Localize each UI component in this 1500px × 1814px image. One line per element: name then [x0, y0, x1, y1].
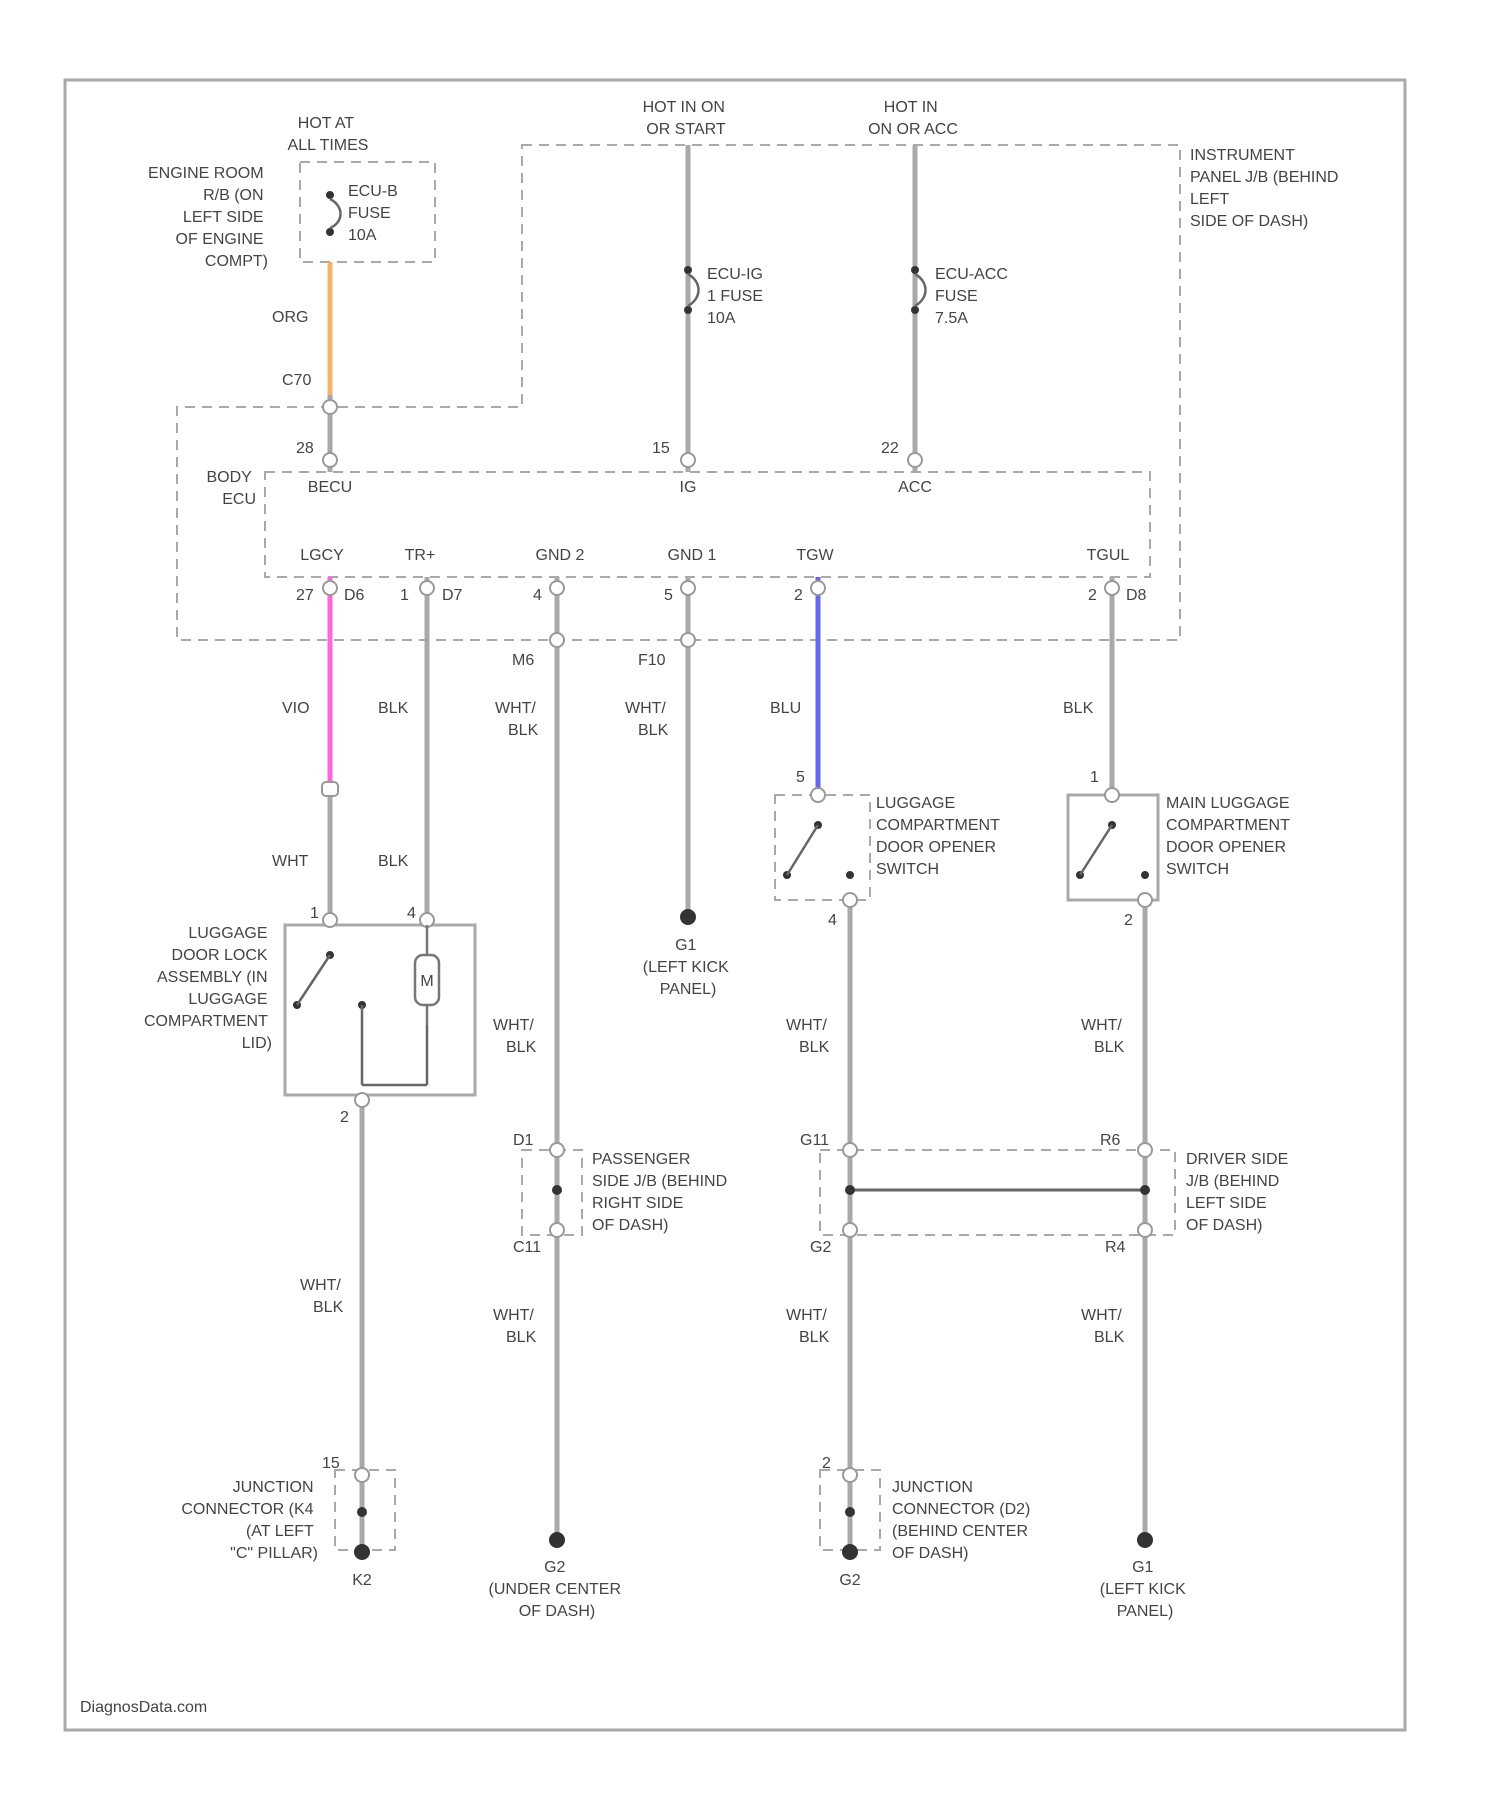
hot-in-on-start-label: HOT IN ON OR START — [643, 99, 730, 138]
gnd1-wht-blk-label: WHT/ BLK — [625, 700, 670, 739]
connector-15: 15 — [652, 440, 670, 457]
ground-k2 — [354, 1544, 370, 1560]
motor-label: M — [420, 973, 433, 990]
engine-room-rb-label: ENGINE ROOM R/B (ON LEFT SIDE OF ENGINE … — [148, 165, 268, 270]
main-opener-wht-blk-label-2: WHT/ BLK — [1081, 1307, 1126, 1346]
connector-d1: D1 — [513, 1132, 534, 1149]
body-ecu-pin-gnd1: GND 1 — [668, 547, 717, 564]
connector-m6: M6 — [512, 652, 534, 669]
junction-k-label: JUNCTION CONNECTOR (K4 (AT LEFT "C" PILL… — [181, 1479, 318, 1562]
connector-28: 28 — [296, 440, 314, 457]
lock-ground-wht-blk-label: WHT/ BLK — [300, 1277, 345, 1316]
connector-2a: 2 — [794, 587, 803, 604]
passenger-jb-label: PASSENGER SIDE J/B (BEHIND RIGHT SIDE OF… — [592, 1151, 732, 1234]
tr-blk-label: BLK — [378, 700, 409, 717]
connector-sw2-top: 1 — [1090, 769, 1099, 786]
luggage-opener-switch-label: LUGGAGE COMPARTMENT DOOR OPENER SWITCH — [876, 795, 1004, 878]
hot-at-all-times-label: HOT AT ALL TIMES — [288, 115, 369, 154]
luggage-lock-switch — [293, 951, 427, 1085]
body-ecu-pin-gnd2: GND 2 — [536, 547, 585, 564]
connector-r6: R6 — [1100, 1132, 1121, 1149]
ground-g1-bottom-label: G1 (LEFT KICK PANEL) — [1100, 1559, 1190, 1620]
connector-pins — [322, 400, 1152, 1482]
connector-lock-a: 1 — [310, 905, 319, 922]
body-ecu-pin-acc: ACC — [898, 479, 932, 496]
org-wire-label: ORG — [272, 309, 308, 326]
ground-g2-jc-label: G2 — [839, 1572, 860, 1589]
connector-22: 22 — [881, 440, 899, 457]
body-ecu-pin-becu: BECU — [308, 479, 352, 496]
instrument-panel-jb-label: INSTRUMENT PANEL J/B (BEHIND LEFT SIDE O… — [1190, 147, 1343, 230]
main-luggage-opener-switch-label: MAIN LUGGAGE COMPARTMENT DOOR OPENER SWI… — [1166, 795, 1294, 878]
ground-k2-label: K2 — [352, 1572, 372, 1589]
main-luggage-opener-switch-box — [1068, 795, 1158, 900]
body-ecu-pin-tgul: TGUL — [1087, 547, 1130, 564]
gnd2-wht-blk-label-2: WHT/ BLK — [493, 1017, 538, 1056]
connector-27: 27 — [296, 587, 314, 604]
connector-lock-b: 4 — [407, 905, 416, 922]
hot-in-on-acc-label: HOT IN ON OR ACC — [868, 99, 958, 138]
ground-g1-bottom — [1137, 1532, 1153, 1548]
opener-wht-blk-label-2: WHT/ BLK — [786, 1307, 831, 1346]
tgul-blk-label: BLK — [1063, 700, 1094, 717]
luggage-opener-switch — [783, 821, 854, 879]
tr-blk-label-lower: BLK — [378, 853, 409, 870]
instrument-panel-jb-boundary — [177, 145, 1180, 640]
watermark: DiagnosData.com — [80, 1699, 207, 1716]
connector-5: 5 — [664, 587, 673, 604]
junction-d-label: JUNCTION CONNECTOR (D2) (BEHIND CENTER O… — [892, 1479, 1035, 1562]
connector-c70: C70 — [282, 372, 311, 389]
connector-jc-k-pin: 15 — [322, 1455, 340, 1472]
body-ecu-pin-tr: TR+ — [405, 547, 436, 564]
ground-g1-top — [680, 909, 696, 925]
connector-4: 4 — [533, 587, 542, 604]
connector-r4: R4 — [1105, 1239, 1126, 1256]
main-opener-wht-blk-label: WHT/ BLK — [1081, 1017, 1126, 1056]
gnd2-wht-blk-label-3: WHT/ BLK — [493, 1307, 538, 1346]
wht-wire-label: WHT — [272, 853, 309, 870]
connector-c11: C11 — [513, 1239, 541, 1256]
body-ecu-pin-ig: IG — [680, 479, 697, 496]
passenger-jb-box — [522, 1150, 582, 1235]
connector-f10: F10 — [638, 652, 666, 669]
driver-jb-box — [820, 1150, 1175, 1235]
connector-jc-d-pin: 2 — [822, 1455, 831, 1472]
ground-g2-center-label: G2 (UNDER CENTER OF DASH) — [489, 1559, 626, 1620]
body-ecu-label: BODY ECU — [206, 469, 256, 508]
luggage-lock-assembly-label: LUGGAGE DOOR LOCK ASSEMBLY (IN LUGGAGE C… — [144, 925, 272, 1052]
ground-g2-center — [549, 1532, 565, 1548]
ground-g2-jc — [842, 1544, 858, 1560]
ecu-b-fuse-label: ECU-B FUSE 10A — [348, 183, 402, 244]
ground-g1-top-label: G1 (LEFT KICK PANEL) — [643, 937, 733, 998]
connector-1: 1 — [400, 587, 409, 604]
connector-g11: G11 — [800, 1132, 829, 1149]
connector-g2: G2 — [810, 1239, 831, 1256]
connector-d6: D6 — [344, 587, 365, 604]
luggage-lock-assembly-box — [285, 925, 475, 1095]
connector-lock-c: 2 — [340, 1109, 349, 1126]
connector-d8: D8 — [1126, 587, 1147, 604]
connector-sw2-bot: 2 — [1124, 912, 1133, 929]
blu-wire-label: BLU — [770, 700, 801, 717]
body-ecu-pin-tgw: TGW — [796, 547, 834, 564]
connector-2b: 2 — [1088, 587, 1097, 604]
ecu-b-fuse — [326, 191, 341, 236]
connector-sw1-top: 5 — [796, 769, 805, 786]
ecu-ig-fuse-label: ECU-IG 1 FUSE 10A — [707, 266, 767, 327]
ecu-acc-fuse-label: ECU-ACC FUSE 7.5A — [935, 266, 1012, 327]
connector-sw1-bot: 4 — [828, 912, 837, 929]
opener-wht-blk-label: WHT/ BLK — [786, 1017, 831, 1056]
connector-d7: D7 — [442, 587, 463, 604]
vio-wire-label: VIO — [282, 700, 310, 717]
luggage-opener-switch-box — [775, 795, 870, 900]
driver-jb-label: DRIVER SIDE J/B (BEHIND LEFT SIDE OF DAS… — [1186, 1151, 1293, 1234]
main-luggage-opener-switch — [1076, 821, 1149, 879]
body-ecu-pin-lgcy: LGCY — [300, 547, 344, 564]
gnd2-wht-blk-label: WHT/ BLK — [495, 700, 540, 739]
